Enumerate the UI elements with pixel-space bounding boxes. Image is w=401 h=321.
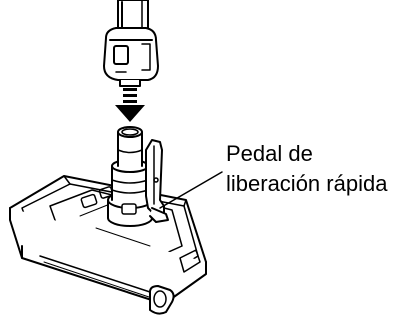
quick-release-pedal-label-line2: liberación rápida	[226, 171, 388, 196]
quick-release-pedal	[145, 139, 169, 223]
floor-nozzle-body	[9, 175, 207, 315]
wand-connector	[103, 27, 159, 87]
wand-tube	[117, 0, 149, 31]
insert-direction-arrow	[115, 88, 145, 122]
quick-release-pedal-label-line1: Pedal de	[226, 141, 313, 166]
callout-leader-line	[159, 171, 223, 209]
